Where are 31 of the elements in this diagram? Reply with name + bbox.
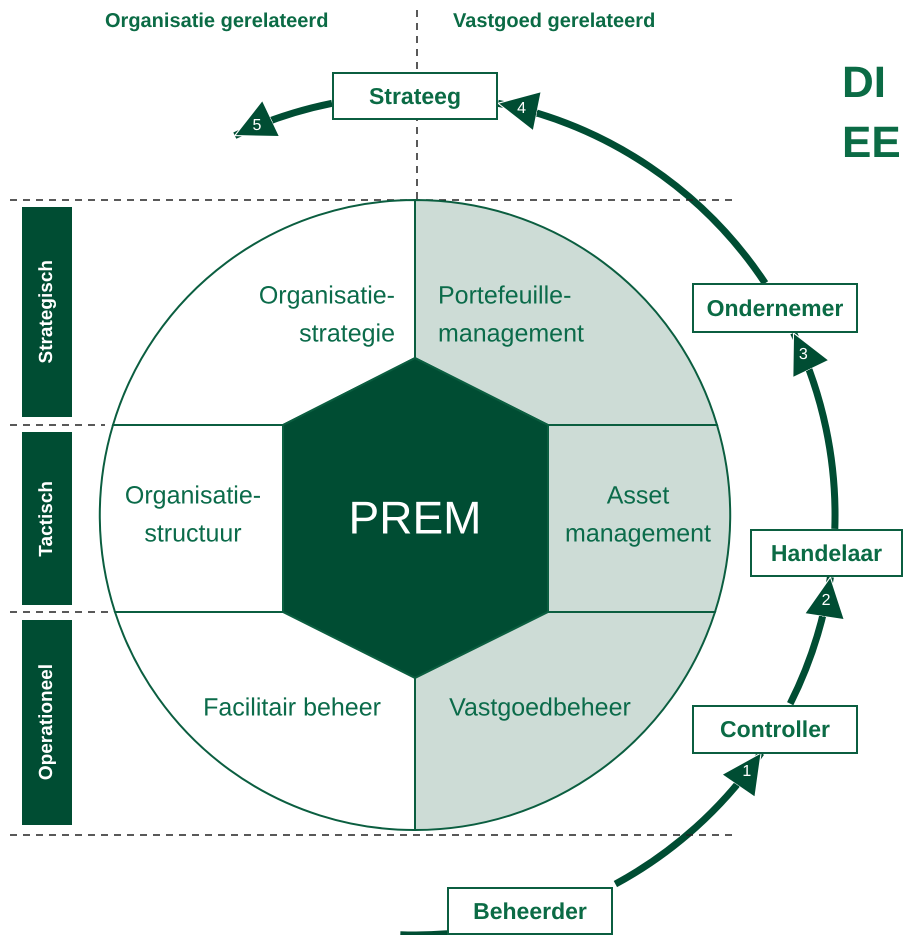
level-label: Tactisch <box>36 480 58 556</box>
level-band <box>22 432 72 605</box>
segment-label: Asset management <box>564 480 712 549</box>
role-tag: Beheerder <box>447 887 613 935</box>
arrow <box>790 332 838 529</box>
center-label: PREM <box>348 490 482 546</box>
arrow <box>233 100 333 139</box>
level-label: Strategisch <box>36 260 58 364</box>
step-number: 2 <box>822 592 831 609</box>
title-fragment: DI <box>842 58 886 108</box>
step-number: 4 <box>517 100 526 117</box>
level-band <box>22 620 72 825</box>
column-heading: Organisatie gerelateerd <box>105 10 328 33</box>
role-tag: Controller <box>692 705 858 754</box>
segment-label: Organisatie- structuur <box>124 480 262 549</box>
segment-label: Vastgoedbeheer <box>448 692 632 724</box>
segment-label: Portefeuille- management <box>438 280 585 349</box>
segment-label: Organisatie- strategie <box>258 280 395 349</box>
step-number: 1 <box>742 764 752 780</box>
title-fragment: EE <box>842 118 901 168</box>
segment-label: Facilitair beheer <box>202 692 382 724</box>
step-number: 3 <box>798 346 808 363</box>
role-tag: Handelaar <box>750 529 903 577</box>
level-band <box>22 207 72 417</box>
level-label: Operationeel <box>36 664 58 781</box>
role-tag: Strateeg <box>332 72 498 120</box>
arrow <box>497 94 768 286</box>
role-tag: Ondernemer <box>692 283 858 333</box>
arrow <box>787 576 844 706</box>
step-number: 5 <box>252 118 262 134</box>
column-heading: Vastgoed gerelateerd <box>453 10 656 33</box>
